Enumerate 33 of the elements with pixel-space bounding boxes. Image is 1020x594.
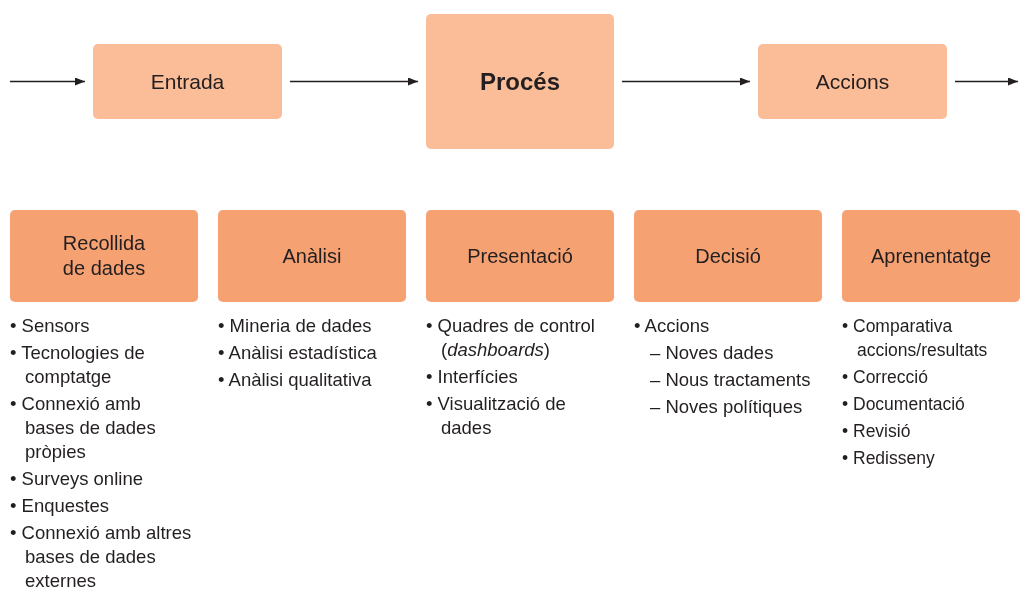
bullet-item: • Enquestes [10, 494, 111, 518]
arrow [9, 77, 86, 86]
arrow [289, 77, 419, 86]
bullet-item: • Surveys online [10, 467, 144, 491]
bullet-item: • Documentació [842, 393, 966, 416]
bullet-item: – Nous tractaments [649, 368, 812, 392]
process-box: Accions [758, 44, 947, 119]
bullet-item: • Mineria de dades [218, 314, 373, 338]
bullet-item: • Quadres de control (dashboards) [426, 314, 596, 362]
bullet-item: • Connexió amb bases de dades pròpies [10, 392, 157, 464]
arrow [621, 77, 751, 86]
process-box: Procés [426, 14, 614, 149]
bullet-item: • Sensors [10, 314, 91, 338]
process-box: Decisió [634, 210, 822, 302]
process-box: Recollida de dades [10, 210, 198, 302]
process-box: Entrada [93, 44, 282, 119]
process-box: Aprenentatge [842, 210, 1020, 302]
bullet-item: • Anàlisi estadística [218, 341, 378, 365]
process-box: Anàlisi [218, 210, 406, 302]
process-box: Presentació [426, 210, 614, 302]
bullet-item: • Tecnologies de comptatge [10, 341, 146, 389]
bullet-item: – Noves dades [649, 341, 775, 365]
bullet-item: • Anàlisi qualitativa [218, 368, 373, 392]
bullet-item: • Revisió [842, 420, 912, 443]
bullet-item: • Redisseny [842, 447, 936, 470]
bullet-item: • Visualització de dades [426, 392, 567, 440]
bullet-item: • Comparativa accions/resultats [842, 315, 989, 362]
arrow [954, 77, 1019, 86]
bullet-item: – Noves polítiques [649, 395, 804, 419]
bullet-item: • Correcció [842, 366, 929, 389]
bullet-item: • Interfícies [426, 365, 519, 389]
bullet-item: • Connexió amb altres bases de dades externes [10, 521, 193, 593]
bullet-item: • Accions [634, 314, 711, 338]
